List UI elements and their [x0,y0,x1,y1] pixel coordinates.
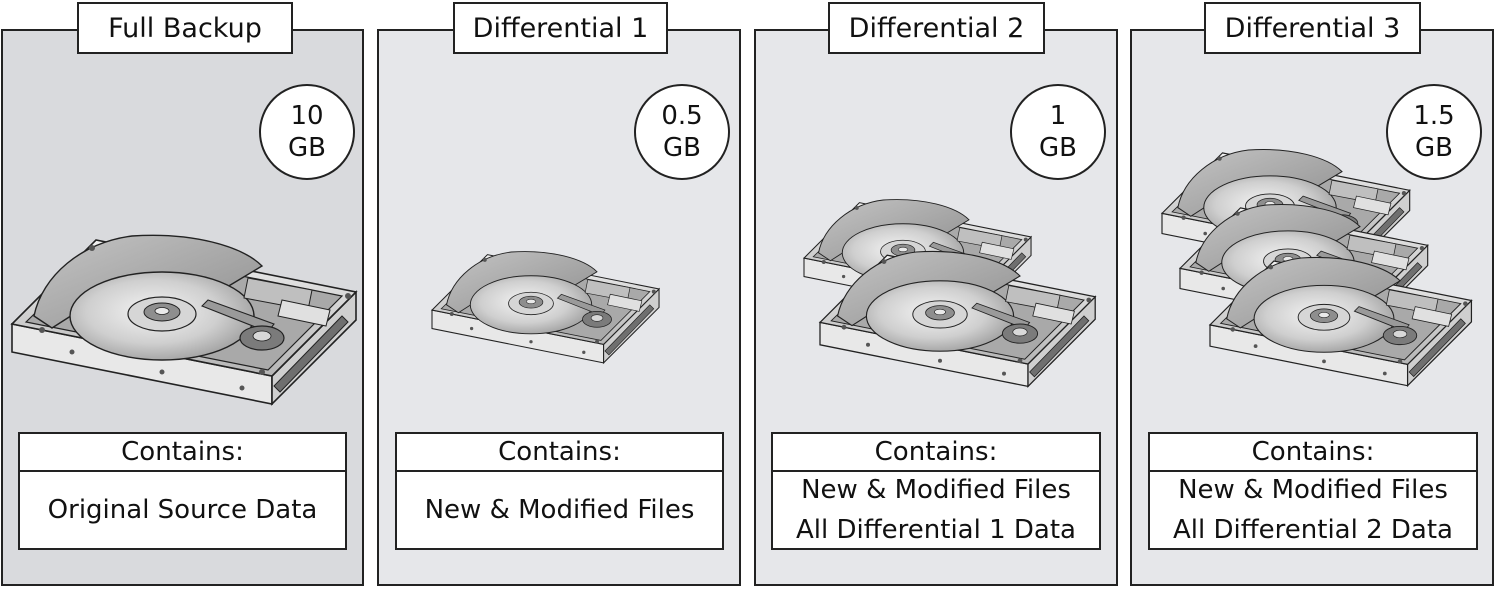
size-value: 1.5 [1413,101,1455,131]
contains-line: All Differential 2 Data [1173,515,1453,545]
contains-label: Contains: [773,434,1099,472]
panel-title: Full Backup [77,2,293,54]
panel-title: Differential 1 [453,2,668,54]
size-badge: 0.5 GB [634,84,730,180]
size-unit: GB [663,133,701,163]
panel-title: Differential 2 [828,2,1045,54]
contains-label: Contains: [397,434,722,472]
size-value: 0.5 [661,101,703,131]
contains-list: New & Modified Files All Differential 2 … [1150,472,1476,548]
panel-title: Differential 3 [1204,2,1421,54]
contains-line: New & Modified Files [1178,475,1448,505]
size-unit: GB [1415,133,1453,163]
size-value: 10 [290,101,324,131]
size-badge: 10 GB [259,84,355,180]
contains-line: New & Modified Files [424,495,695,525]
size-badge: 1.5 GB [1386,84,1482,180]
size-value: 1 [1049,101,1067,131]
contains-list: New & Modified Files All Differential 1 … [773,472,1099,548]
size-badge: 1 GB [1010,84,1106,180]
contains-box: Contains: Original Source Data [18,432,347,550]
contains-line: All Differential 1 Data [796,515,1076,545]
contains-list: Original Source Data [20,472,345,548]
contains-label: Contains: [1150,434,1476,472]
hard-drive-icon [11,234,357,405]
contains-box: Contains: New & Modified Files All Diffe… [771,432,1101,550]
contains-label: Contains: [20,434,345,472]
contains-list: New & Modified Files [397,472,722,548]
contains-line: Original Source Data [47,495,318,525]
contains-line: New & Modified Files [801,475,1071,505]
contains-box: Contains: New & Modified Files All Diffe… [1148,432,1478,550]
hard-drive-icon [431,251,660,364]
size-unit: GB [288,133,326,163]
size-unit: GB [1039,133,1077,163]
contains-box: Contains: New & Modified Files [395,432,724,550]
